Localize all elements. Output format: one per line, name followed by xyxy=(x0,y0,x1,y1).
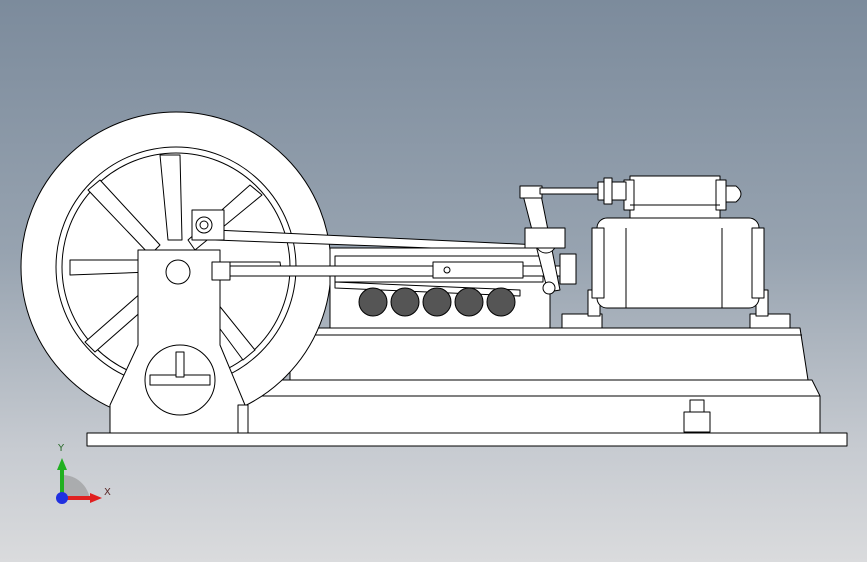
y-axis-label: Y xyxy=(58,443,65,454)
z-axis-dot xyxy=(56,492,68,504)
cylinder-foot-left xyxy=(561,313,603,329)
valve-linkage xyxy=(519,185,599,295)
guide-hole-2 xyxy=(390,287,420,317)
base-plate xyxy=(86,432,848,447)
cylinder-foot-right xyxy=(749,313,791,329)
guide-hole-4 xyxy=(454,287,484,317)
lower-bed xyxy=(239,379,821,434)
guide-hole-1 xyxy=(358,287,388,317)
coordinate-triad: Y X xyxy=(40,440,120,510)
flywheel-standard xyxy=(109,249,249,434)
guide-hole-5 xyxy=(486,287,516,317)
guide-hole-3 xyxy=(422,287,452,317)
x-axis-label: X xyxy=(104,487,111,498)
bed-bolt xyxy=(683,399,711,433)
axis-arrows xyxy=(56,458,102,504)
upper-bed xyxy=(289,327,809,381)
cylinder xyxy=(591,175,765,309)
